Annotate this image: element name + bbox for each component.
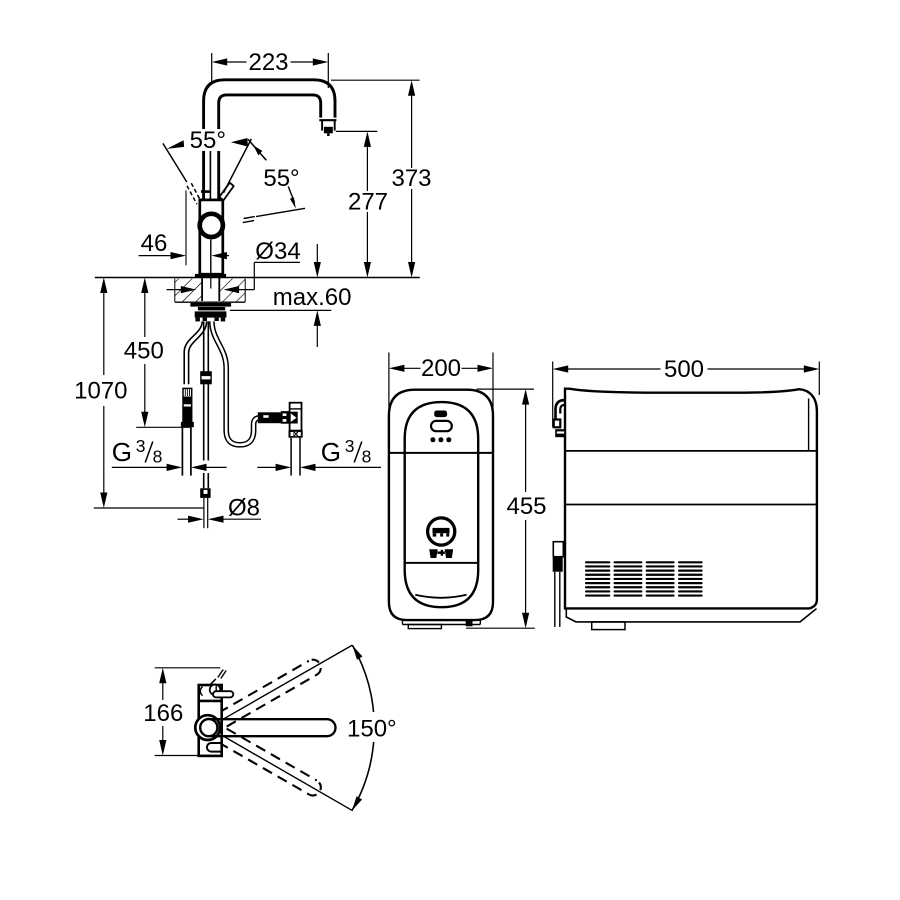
- svg-text:8: 8: [362, 447, 372, 467]
- svg-text:55°: 55°: [263, 165, 299, 192]
- svg-text:G: G: [321, 437, 341, 467]
- svg-text:166: 166: [143, 700, 183, 727]
- svg-text:8: 8: [153, 447, 163, 467]
- svg-text:450: 450: [124, 338, 164, 365]
- svg-text:Ø8: Ø8: [228, 495, 260, 522]
- svg-text:3: 3: [345, 436, 355, 456]
- svg-text:1070: 1070: [74, 377, 127, 404]
- svg-text:277: 277: [348, 188, 388, 215]
- svg-text:200: 200: [421, 355, 461, 382]
- svg-text:max.60: max.60: [273, 284, 352, 311]
- svg-text:3: 3: [136, 436, 146, 456]
- svg-text:150°: 150°: [347, 716, 397, 743]
- svg-text:500: 500: [664, 356, 704, 383]
- svg-text:223: 223: [248, 49, 288, 76]
- svg-text:373: 373: [391, 165, 431, 192]
- svg-text:455: 455: [506, 493, 546, 520]
- svg-text:46: 46: [141, 230, 168, 257]
- svg-text:Ø34: Ø34: [255, 238, 300, 265]
- svg-text:55°: 55°: [190, 127, 226, 154]
- svg-text:G: G: [112, 437, 132, 467]
